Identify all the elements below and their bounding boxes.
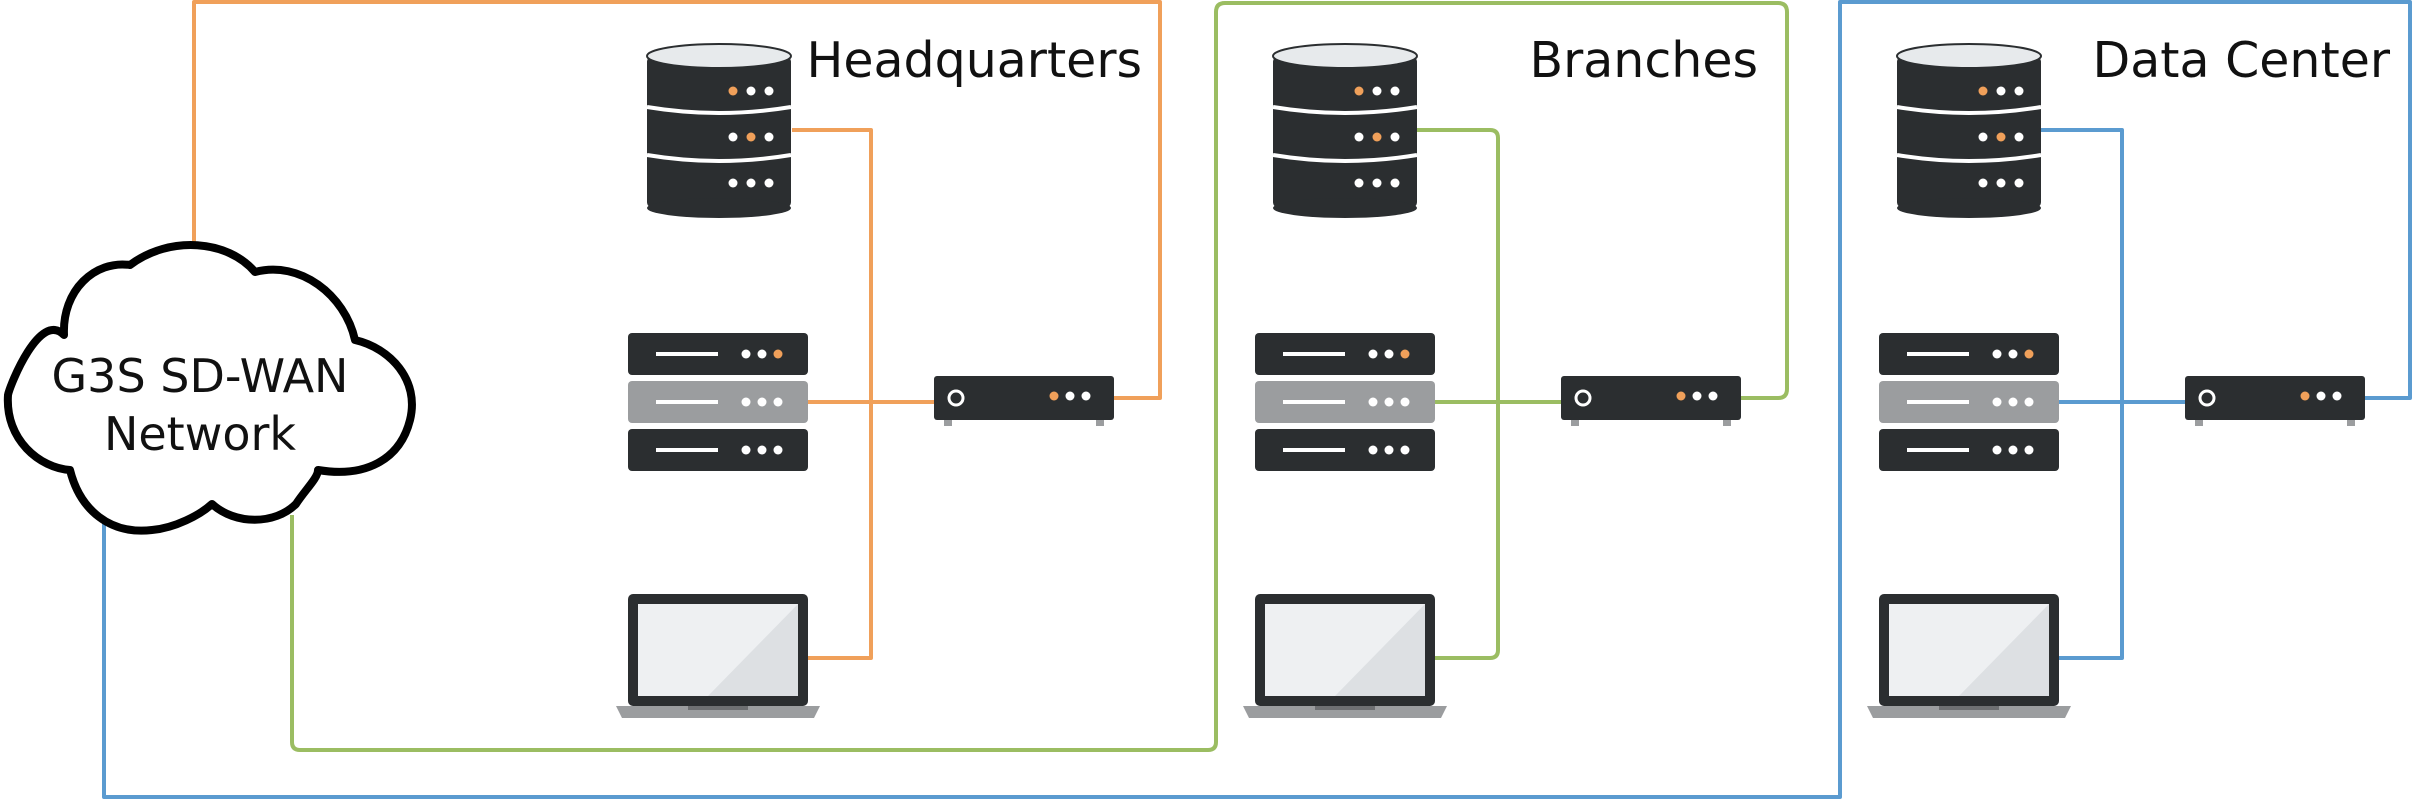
server-rack-icon (1253, 331, 1437, 473)
database-icon (645, 42, 793, 220)
datacenter-devices (1867, 42, 2367, 718)
site-title-branches: Branches (1529, 32, 1758, 89)
database-icon (1895, 42, 2043, 220)
laptop-icon (616, 594, 820, 718)
datacenter-lan-bus (2040, 128, 2124, 660)
hq-devices (616, 42, 1116, 718)
cloud-label-line2: Network (104, 407, 296, 461)
server-rack-icon (626, 331, 810, 473)
sd-wan-appliance-icon (2183, 374, 2367, 428)
laptop-icon (1867, 594, 2071, 718)
hq-lan-bus (792, 128, 873, 660)
branches-uplink (290, 1, 1789, 752)
site-title-data-center: Data Center (2093, 32, 2391, 89)
datacenter-uplink (102, 0, 2412, 799)
server-rack-icon (1877, 331, 2061, 473)
datacenter-links (102, 0, 2412, 799)
branches-links (290, 1, 1789, 752)
site-title-headquarters: Headquarters (807, 32, 1143, 89)
laptop-icon (1243, 594, 1447, 718)
database-icon (1271, 42, 1419, 220)
branches-lan-bus (1417, 128, 1500, 660)
sd-wan-appliance-icon (1559, 374, 1743, 428)
hq-uplink (192, 0, 1162, 400)
hq-links (192, 0, 1162, 660)
cloud-label-line1: G3S SD-WAN (52, 349, 349, 403)
sd-wan-cloud: G3S SD-WAN Network (3, 241, 416, 535)
branches-devices (1243, 42, 1743, 718)
sd-wan-appliance-icon (932, 374, 1116, 428)
cloud-icon (3, 241, 416, 535)
